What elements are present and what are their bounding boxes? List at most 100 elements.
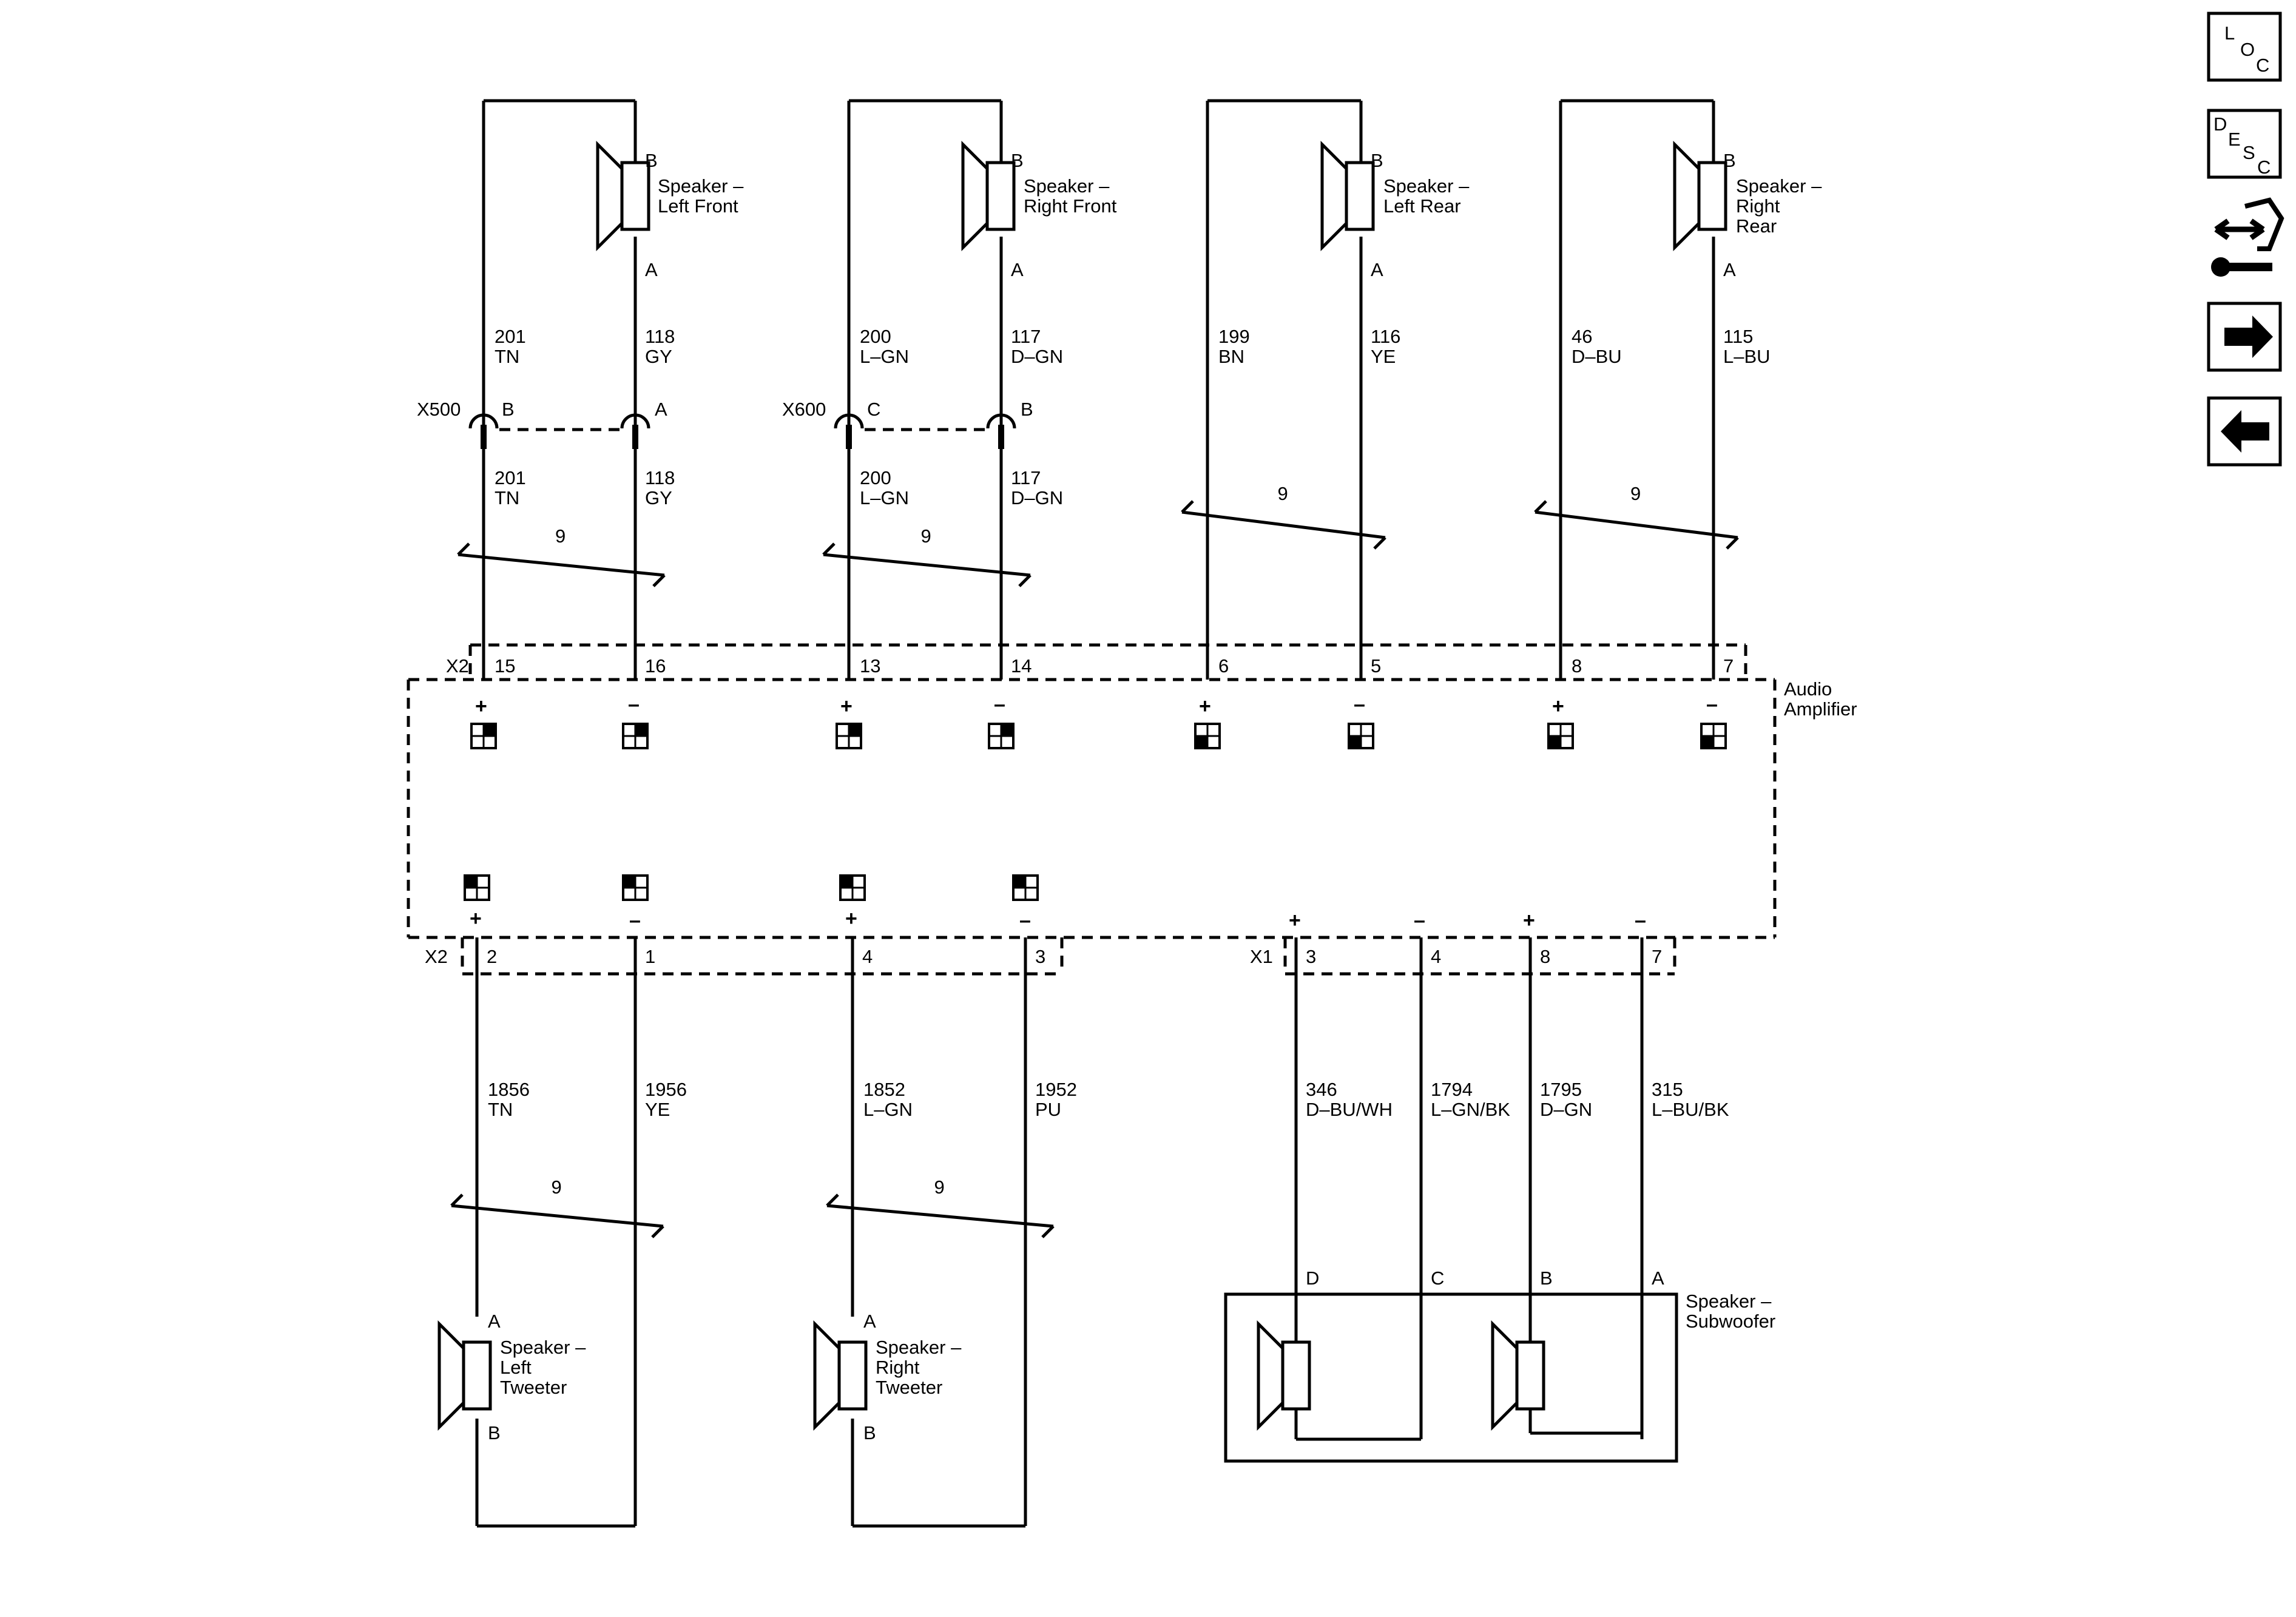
speaker-top-0-pin-top: B [645,150,658,171]
speaker-top-3-symbol [1673,140,1727,252]
twist-count: 9 [1278,483,1288,504]
connector-tool-icon[interactable] [2211,197,2284,277]
speaker-top-2-amp-pin-left: 6 [1218,655,1229,677]
speaker-top-2-pin-bottom: A [1371,259,1383,280]
subwoofer-wire-2-pin: B [1540,1268,1553,1289]
tweeter-0-twist: 9 [450,1176,664,1238]
desc-letter-2: E [2228,129,2241,150]
speaker-top-0-amp-pin-left: 15 [495,655,515,677]
tweeter-1-symbol [813,1320,868,1431]
speaker-top-0-connector-name: X500 [417,399,461,420]
arrow-left-icon [2221,410,2269,453]
speaker-top-0-ground-left [470,723,497,749]
subwoofer-housing [1224,1292,1678,1463]
twist-count: 9 [552,1176,562,1198]
speaker-top-1-minus: – [994,693,1005,716]
speaker-top-1-name: Speaker –Right Front [1024,175,1117,217]
amp-connector-top-name: X2 [446,655,469,677]
desc-letter-3: S [2243,142,2255,163]
speaker-top-1-twist: 9 [822,525,1032,587]
speaker-top-2-pin-top: B [1371,150,1383,171]
speaker-top-1-amp-pin-right: 14 [1011,655,1032,677]
speaker-top-1-ground-right [988,723,1015,749]
speaker-top-1-plus: + [840,695,853,718]
tweeter-1-plus: + [845,907,857,930]
desc-letter-1: D [2213,113,2227,135]
speaker-top-2-symbol [1320,140,1375,252]
subwoofer-wire-3-amp-pin: 7 [1652,946,1662,967]
speaker-top-0-pin-bottom: A [645,259,658,280]
speaker-top-0-connector-pin-right: A [655,399,667,420]
speaker-top-2-name: Speaker –Left Rear [1383,175,1470,217]
speaker-top-0-symbol [596,140,650,252]
speaker-top-1-connector-pin-right: B [1021,399,1033,420]
twist-count: 9 [555,525,566,547]
arrow-right-icon [2224,316,2273,358]
tweeter-1-pin-top: A [863,1311,876,1332]
speaker-top-1-connector-name: X600 [782,399,826,420]
tweeter-1-twist: 9 [826,1176,1055,1238]
speaker-top-3-amp-pin-right: 7 [1723,655,1734,677]
tweeter-1-ground-right [1012,874,1039,901]
desc-letter-4: C [2257,157,2271,178]
tweeter-1-amp-pin-right: 3 [1035,946,1045,967]
tweeter-1-pin-bottom: B [863,1422,876,1443]
speaker-top-0-ground-right [622,723,649,749]
speaker-top-0-connector-left-pin [481,425,487,449]
speaker-top-1-ground-left [836,723,862,749]
speaker-top-0-connector-right-pin [632,425,638,449]
speaker-top-1-connector-pin-left: C [867,399,880,420]
tweeter-0-ground-right [622,874,649,901]
speaker-top-1-connector-left [834,413,864,429]
speaker-top-3-ground-right [1700,723,1727,749]
tweeter-1-minus: – [1019,909,1031,932]
tweeter-0-ground-left [464,874,490,901]
subwoofer-wire-2-amp-pin: 8 [1540,946,1550,967]
speaker-top-3-ground-left [1547,723,1574,749]
speaker-top-1-connector-right [986,413,1016,429]
tweeter-0-pin-top: A [488,1311,501,1332]
loc-button[interactable] [2207,12,2282,82]
speaker-top-0-connector-right [620,413,650,429]
twist-count: 9 [934,1176,945,1198]
subwoofer-wire-0-amp-pin: 3 [1306,946,1316,967]
speaker-top-1-connector-right-pin [998,425,1004,449]
speaker-top-2-ground-right [1348,723,1374,749]
tweeter-0-minus: – [629,909,641,932]
tweeter-0-pin-bottom: B [488,1422,501,1443]
speaker-top-2-ground-left [1194,723,1221,749]
speaker-top-3-pin-top: B [1723,150,1736,171]
subwoofer-wire-1-pin: C [1431,1268,1444,1289]
tweeter-0-amp-pin-left: 2 [487,946,497,967]
twist-count: 9 [1630,483,1641,504]
tweeter-1-amp-pin-left: 4 [862,946,873,967]
speaker-top-1-amp-pin-left: 13 [860,655,880,677]
speaker-top-2-plus: + [1199,695,1211,718]
subwoofer-wire-0-polarity: + [1289,909,1301,932]
speaker-top-0-connector-pin-left: B [502,399,515,420]
subwoofer-wire-3-polarity: – [1635,909,1646,932]
desc-button[interactable] [2207,109,2282,179]
subwoofer-wire-2-polarity: + [1523,909,1535,932]
subwoofer-symbol-left [1257,1320,1311,1431]
speaker-top-1-pin-bottom: A [1011,259,1024,280]
twist-count: 9 [921,525,931,547]
speaker-top-3-plus: + [1552,695,1564,718]
